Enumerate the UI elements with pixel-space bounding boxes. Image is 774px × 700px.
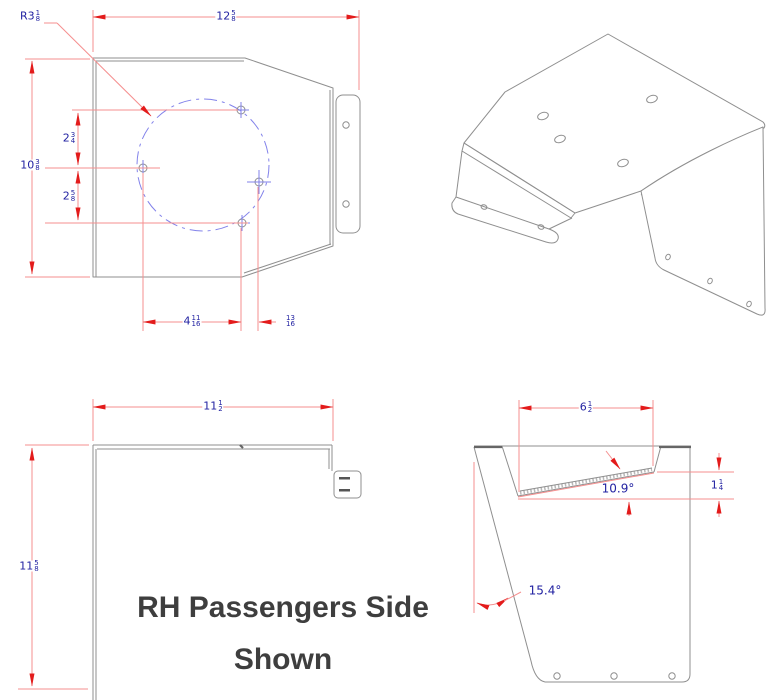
iso-foot-flange	[451, 196, 559, 244]
rear-hole	[610, 672, 618, 680]
bolt-circle	[136, 98, 270, 232]
side-outline	[92, 444, 333, 700]
iso-left-face	[455, 142, 576, 230]
dim-flange-angle: 10.9°	[600, 481, 636, 496]
bolt-hole	[247, 170, 271, 194]
flange-hole	[342, 121, 350, 129]
side-tab-slot	[339, 489, 350, 492]
side-tab-slot	[339, 477, 350, 480]
rear-hole	[668, 672, 676, 680]
isometric-view	[451, 33, 766, 316]
front-view	[25, 10, 361, 331]
rear-dimensions	[473, 400, 734, 613]
front-outline	[92, 57, 334, 278]
flange-hole	[342, 200, 350, 208]
drawing-note-line1: RH Passengers Side	[137, 591, 429, 624]
side-tab	[333, 470, 362, 499]
side-view	[18, 399, 362, 700]
front-side-flange	[335, 94, 361, 234]
rear-outline	[473, 445, 691, 683]
iso-right-panel	[640, 126, 766, 316]
rear-view	[473, 400, 734, 683]
dim-side-angle: 15.4°	[527, 583, 563, 598]
rear-hole	[553, 672, 561, 680]
drawing-note-line2: Shown	[233, 643, 333, 676]
